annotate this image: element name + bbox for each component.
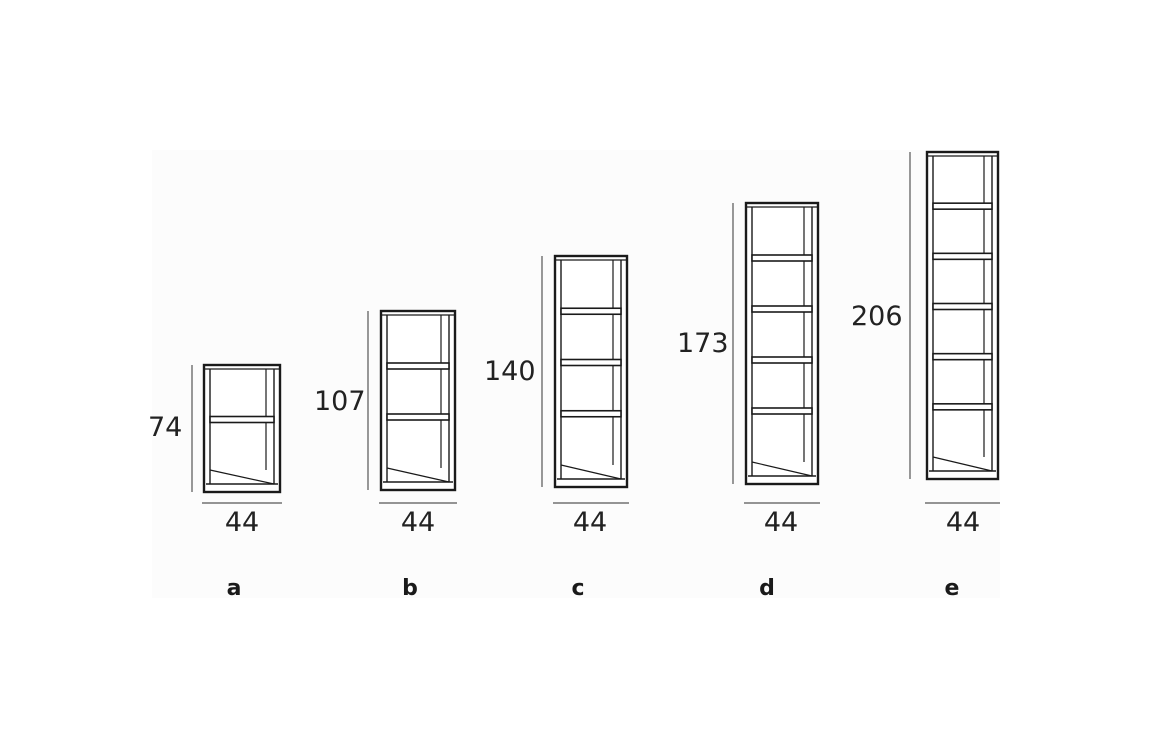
- shelf-board: [209, 415, 275, 424]
- shelf-board: [386, 413, 450, 421]
- width-label: 44: [764, 507, 798, 538]
- shelf-board: [932, 352, 993, 361]
- bottom-shelf-edge: [932, 456, 993, 472]
- shelf-board: [932, 202, 993, 210]
- height-label: 140: [484, 356, 536, 387]
- bookcase-a: 74 44 a: [148, 363, 282, 601]
- bookcase-frame: [744, 201, 820, 486]
- height-label: 206: [851, 301, 903, 332]
- shelf-board: [560, 358, 622, 367]
- shelf-board: [932, 302, 993, 311]
- bottom-shelf-edge: [209, 469, 275, 485]
- width-label: 44: [225, 507, 259, 538]
- bookcase-b: 107 44 b: [314, 309, 457, 601]
- height-label: 107: [314, 386, 366, 417]
- shelves-layer: 74 44 a 107 44 b 140 44 c 173 44 d 206 44 e: [148, 150, 1000, 601]
- width-label: 44: [401, 507, 435, 538]
- bookcase-frame: [553, 254, 629, 489]
- bookcase-frame: [925, 150, 1000, 481]
- shelf-board: [751, 356, 813, 364]
- bookcase-d: 173 44 d: [677, 201, 820, 601]
- shelf-board: [751, 254, 813, 262]
- height-label: 173: [677, 328, 729, 359]
- bottom-shelf-edge: [386, 467, 450, 483]
- shelf-board: [560, 307, 622, 316]
- shelf-board: [751, 407, 813, 415]
- variant-letter: c: [571, 576, 584, 601]
- variant-letter: e: [945, 576, 960, 601]
- bookcase-frame: [379, 309, 457, 492]
- shelf-board: [386, 362, 450, 370]
- bottom-shelf-edge: [751, 461, 813, 477]
- shelf-board: [932, 252, 993, 261]
- shelf-board: [932, 403, 993, 411]
- shelf-board: [560, 409, 622, 418]
- width-label: 44: [946, 507, 980, 538]
- height-label: 74: [148, 412, 182, 443]
- bookcase-c: 140 44 c: [484, 254, 629, 601]
- variant-letter: a: [227, 576, 242, 601]
- width-label: 44: [573, 507, 607, 538]
- variant-letter: b: [402, 576, 418, 601]
- shelf-board: [751, 305, 813, 313]
- bookcase-frame: [202, 363, 282, 494]
- variant-letter: d: [759, 576, 775, 601]
- bookcase-e: 206 44 e: [851, 150, 1000, 601]
- bottom-shelf-edge: [560, 464, 622, 480]
